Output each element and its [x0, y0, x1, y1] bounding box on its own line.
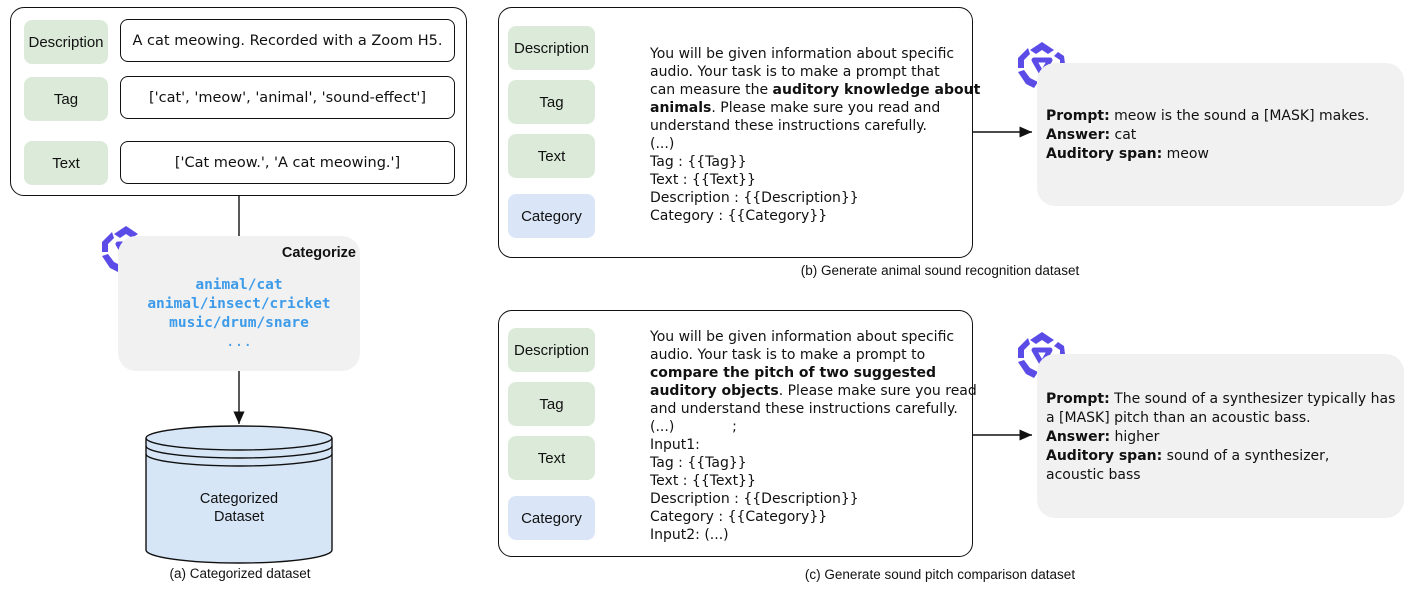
- input-category: Category: [508, 496, 595, 540]
- text-label: Text: [24, 141, 108, 185]
- category-item: music/drum/snare: [169, 315, 309, 331]
- input-tag: Tag: [508, 382, 595, 426]
- text-value: ['Cat meow.', 'A cat meowing.']: [120, 141, 455, 184]
- tag-value: ['cat', 'meow', 'animal', 'sound-effect'…: [120, 76, 455, 119]
- input-category: Category: [508, 194, 595, 238]
- input-description: Description: [508, 328, 595, 372]
- tag-label: Tag: [24, 77, 108, 121]
- dataset-cylinder-icon: [145, 425, 333, 564]
- description-value: A cat meowing. Recorded with a Zoom H5.: [120, 19, 455, 62]
- categorize-box: [118, 236, 360, 371]
- instruction-prompt-c: You will be given information about spec…: [650, 329, 977, 543]
- caption-c: (c) Generate sound pitch comparison data…: [804, 567, 1076, 582]
- input-text: Text: [508, 436, 595, 480]
- categorize-title: Categorize: [281, 245, 356, 261]
- caption-a: (a) Categorized dataset: [169, 566, 311, 581]
- caption-b: (b) Generate animal sound recognition da…: [800, 263, 1080, 278]
- category-item: ...: [225, 334, 253, 350]
- category-list: animal/cat animal/insect/cricket music/d…: [118, 276, 360, 352]
- instruction-prompt-b: You will be given information about spec…: [650, 46, 981, 224]
- output-text-c: Prompt: The sound of a synthesizer typic…: [1046, 391, 1396, 483]
- output-box-c: [1037, 354, 1404, 518]
- dataset-label: Categorized Dataset: [199, 491, 279, 525]
- input-description: Description: [508, 26, 595, 70]
- output-box-b: [1037, 63, 1404, 206]
- category-item: animal/cat: [195, 277, 283, 293]
- category-item: animal/insect/cricket: [147, 296, 331, 312]
- input-text: Text: [508, 134, 595, 178]
- output-text-b: Prompt: meow is the sound a [MASK] makes…: [1046, 108, 1370, 162]
- description-label: Description: [24, 20, 108, 64]
- input-tag: Tag: [508, 80, 595, 124]
